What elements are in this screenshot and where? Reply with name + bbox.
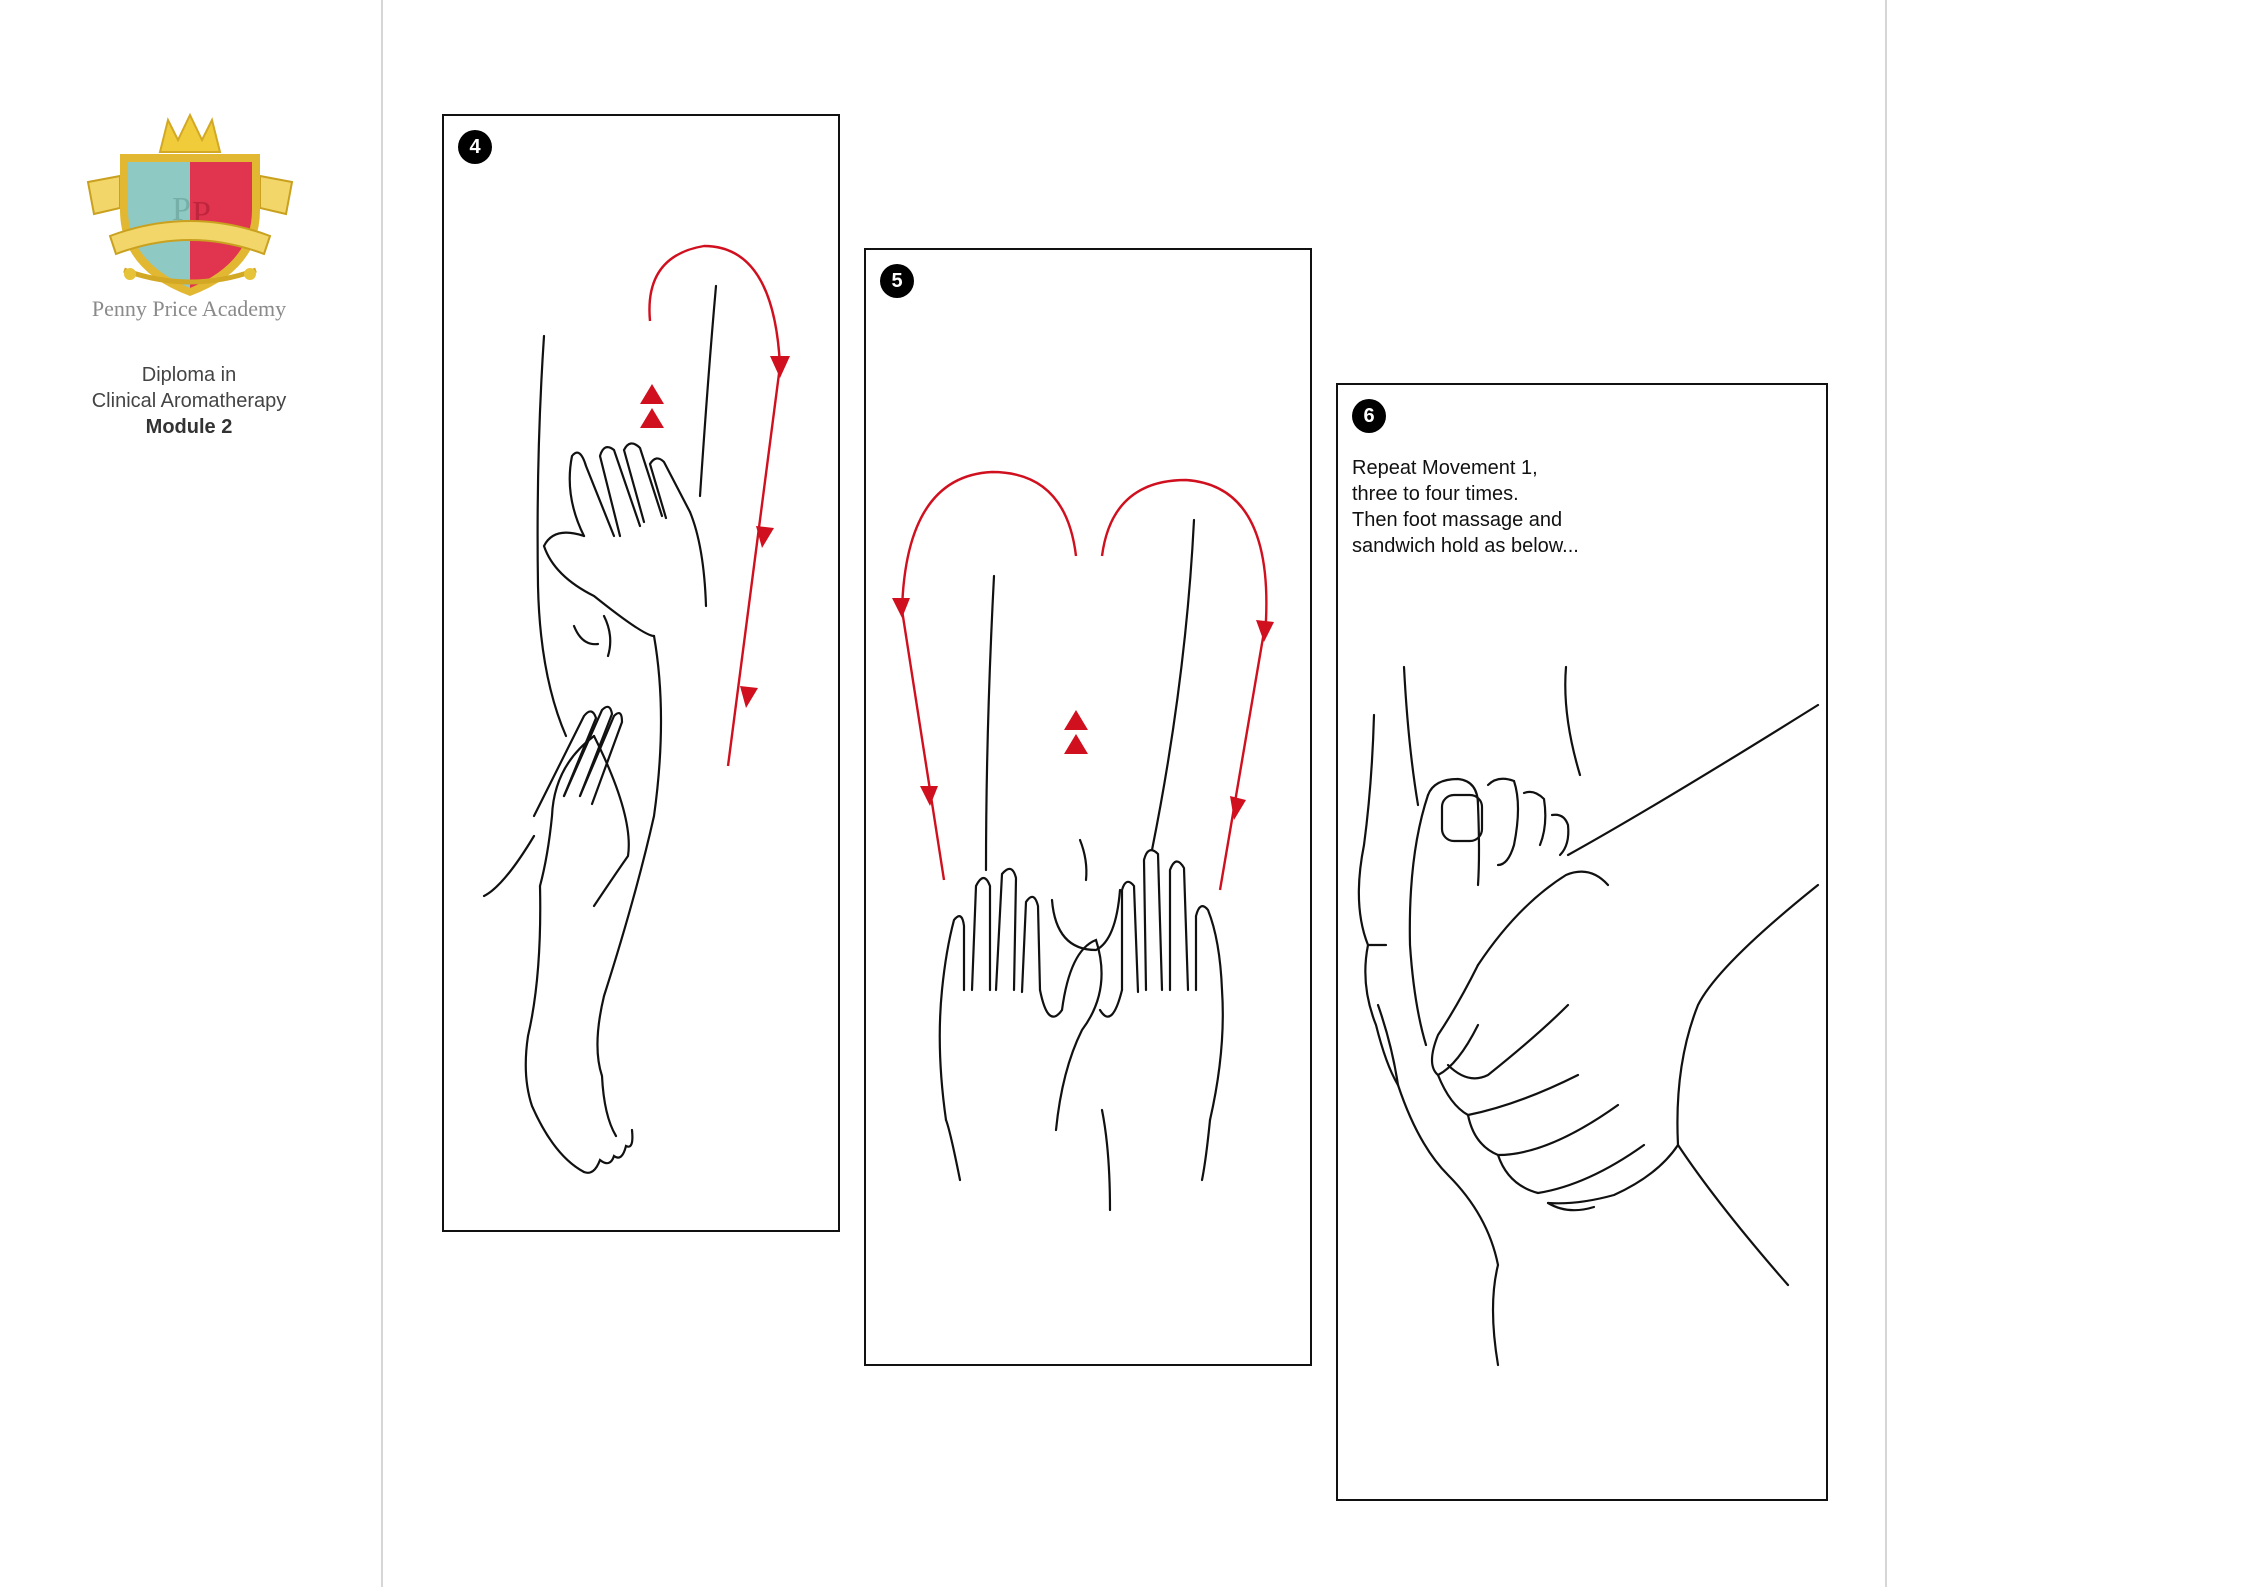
instruction-line-1: Repeat Movement 1, <box>1352 457 1538 479</box>
left-divider <box>381 0 383 1587</box>
instruction-line-3: Then foot massage and <box>1352 509 1563 531</box>
module-label: Module 2 <box>145 416 233 438</box>
step-5-panel: 5 <box>864 248 1312 1366</box>
academy-crest-logo: P P <box>80 110 300 300</box>
step-number-badge: 5 <box>880 264 914 298</box>
step-number-badge: 4 <box>458 130 492 164</box>
svg-text:P: P <box>172 191 191 228</box>
course-title: Diploma in Clinical Aromatherapy Module … <box>0 362 378 440</box>
step-4-panel: 4 <box>442 114 840 1232</box>
course-line-1: Diploma in <box>141 364 237 386</box>
step-number-badge: 6 <box>1352 399 1386 433</box>
academy-name: Penny Price Academy <box>91 296 287 321</box>
foot-sandwich-hold-illustration <box>1357 665 1820 1367</box>
instruction-line-4: sandwich hold as below... <box>1352 535 1579 557</box>
right-divider <box>1885 0 1887 1587</box>
course-line-2: Clinical Aromatherapy <box>91 390 287 412</box>
step-6-panel: 6 Repeat Movement 1, three to four times… <box>1336 383 1828 1501</box>
leg-massage-illustration <box>482 244 790 1174</box>
step-6-instructions: Repeat Movement 1, three to four times. … <box>1352 455 1682 559</box>
instruction-line-2: three to four times. <box>1352 483 1519 505</box>
thigh-massage-illustration <box>892 470 1274 1212</box>
sidebar: P P Penny Price Academy Diploma in Clini… <box>0 0 378 1587</box>
